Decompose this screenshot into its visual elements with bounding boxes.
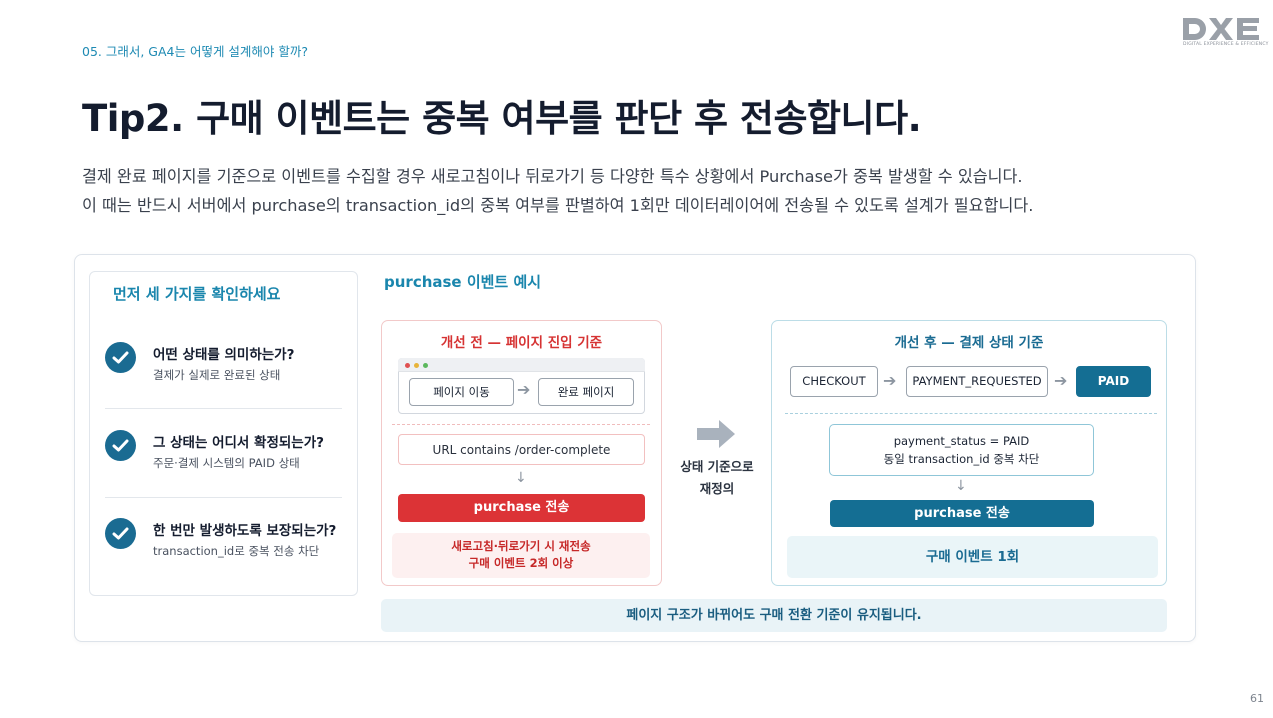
transition-line-2: 재정의 bbox=[699, 481, 735, 496]
browser-maximize-dot-icon bbox=[423, 363, 428, 368]
checklist-title: 먼저 세 가지를 확인하세요 bbox=[113, 285, 281, 303]
divider bbox=[105, 497, 342, 498]
checklist-item: 그 상태는 어디서 확정되는가? 주문·결제 시스템의 PAID 상태 bbox=[105, 430, 345, 490]
step-payment-requested: PAYMENT_REQUESTED bbox=[906, 366, 1048, 397]
arrow-down-icon: ↓ bbox=[955, 478, 967, 494]
checklist-answer: transaction_id로 중복 전송 차단 bbox=[153, 544, 320, 558]
step-checkout: CHECKOUT bbox=[790, 366, 878, 397]
browser-close-dot-icon bbox=[405, 363, 410, 368]
page-number: 61 bbox=[1250, 692, 1264, 705]
checklist-question: 그 상태는 어디서 확정되는가? bbox=[153, 435, 324, 451]
payment-status-box: payment_status = PAID 동일 transaction_id … bbox=[829, 424, 1094, 476]
transition-arrow-icon bbox=[697, 420, 735, 448]
arrow-right-icon: ➔ bbox=[883, 371, 897, 390]
step-paid: PAID bbox=[1076, 366, 1151, 397]
divider bbox=[105, 408, 342, 409]
page-title: Tip2. 구매 이벤트는 중복 여부를 판단 후 전송합니다. bbox=[82, 97, 922, 140]
after-title: 개선 후 — 결제 상태 기준 bbox=[894, 335, 1044, 351]
footer-note: 페이지 구조가 바뀌어도 구매 전환 기준이 유지됩니다. bbox=[381, 599, 1167, 632]
warning-line-2: 구매 이벤트 2회 이상 bbox=[468, 556, 574, 570]
check-circle-icon bbox=[105, 342, 136, 373]
section-label: 05. 그래서, GA4는 어떻게 설계해야 할까? bbox=[82, 44, 309, 59]
checklist-item: 어떤 상태를 의미하는가? 결제가 실제로 완료된 상태 bbox=[105, 342, 345, 402]
single-event-result: 구매 이벤트 1회 bbox=[787, 536, 1158, 578]
example-title: purchase 이벤트 예시 bbox=[384, 273, 542, 291]
url-condition-box: URL contains /order-complete bbox=[398, 434, 645, 465]
checklist-question: 한 번만 발생하도록 보장되는가? bbox=[153, 523, 337, 539]
status-line-1: payment_status = PAID bbox=[893, 434, 1030, 448]
browser-minimize-dot-icon bbox=[414, 363, 419, 368]
logo-subtitle: DIGITAL EXPERIENCE & EFFICIENCY bbox=[1183, 42, 1269, 47]
status-line-2: 동일 transaction_id 중복 차단 bbox=[883, 452, 1040, 466]
checklist-question: 어떤 상태를 의미하는가? bbox=[153, 347, 295, 363]
check-circle-icon bbox=[105, 518, 136, 549]
arrow-right-icon: ➔ bbox=[517, 380, 531, 399]
description-line-1: 결제 완료 페이지를 기준으로 이벤트를 수집할 경우 새로고침이나 뒤로가기 … bbox=[82, 167, 1023, 186]
arrow-right-icon: ➔ bbox=[1054, 371, 1068, 390]
arrow-down-icon: ↓ bbox=[515, 470, 527, 486]
dashed-divider bbox=[785, 413, 1157, 414]
page-move-box: 페이지 이동 bbox=[409, 378, 514, 406]
description: 결제 완료 페이지를 기준으로 이벤트를 수집할 경우 새로고침이나 뒤로가기 … bbox=[82, 162, 1033, 220]
checklist-item: 한 번만 발생하도록 보장되는가? transaction_id로 중복 전송 … bbox=[105, 518, 345, 578]
check-circle-icon bbox=[105, 430, 136, 461]
warning-line-1: 새로고침·뒤로가기 시 재전송 bbox=[451, 539, 591, 553]
duplicate-warning-box: 새로고침·뒤로가기 시 재전송 구매 이벤트 2회 이상 bbox=[392, 533, 650, 578]
dxe-logo-icon bbox=[1183, 18, 1259, 40]
before-title: 개선 전 — 페이지 진입 기준 bbox=[440, 335, 603, 351]
browser-bar bbox=[398, 358, 645, 372]
purchase-send-before: purchase 전송 bbox=[398, 494, 645, 522]
checklist-answer: 결제가 실제로 완료된 상태 bbox=[153, 368, 281, 382]
description-line-2: 이 때는 반드시 서버에서 purchase의 transaction_id의 … bbox=[82, 196, 1034, 215]
complete-page-box: 완료 페이지 bbox=[538, 378, 634, 406]
dashed-divider bbox=[392, 424, 650, 425]
checklist-panel bbox=[89, 271, 358, 596]
checklist-answer: 주문·결제 시스템의 PAID 상태 bbox=[153, 456, 300, 470]
purchase-send-after: purchase 전송 bbox=[830, 500, 1094, 527]
transition-line-1: 상태 기준으로 bbox=[680, 459, 754, 474]
transition-label: 상태 기준으로 재정의 bbox=[672, 456, 762, 500]
